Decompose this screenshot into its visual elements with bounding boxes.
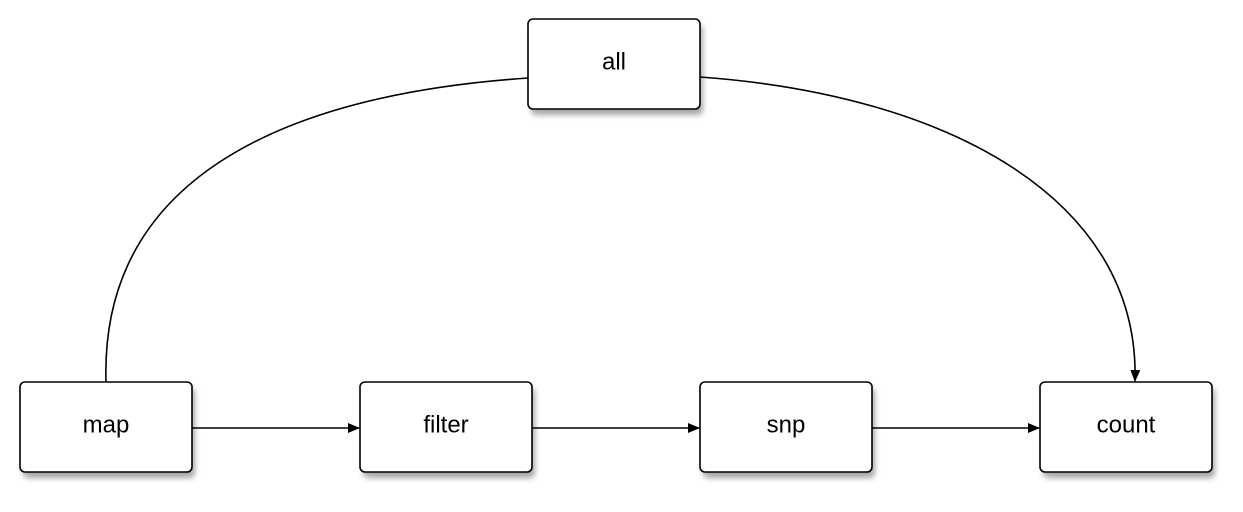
node-map[interactable]: map: [19, 381, 195, 478]
edge-map-to-all: [105, 77, 529, 383]
node-label-snp: snp: [767, 412, 806, 439]
edge-all-to-count: [699, 76, 1141, 382]
node-label-count: count: [1097, 412, 1156, 439]
node-count[interactable]: count: [1039, 381, 1215, 478]
node-snp[interactable]: snp: [699, 381, 875, 478]
node-label-map: map: [83, 412, 130, 439]
edges: [105, 76, 1141, 433]
node-all[interactable]: all: [527, 18, 703, 115]
node-label-all: all: [602, 49, 626, 76]
node-label-filter: filter: [423, 412, 468, 439]
node-filter[interactable]: filter: [359, 381, 535, 478]
